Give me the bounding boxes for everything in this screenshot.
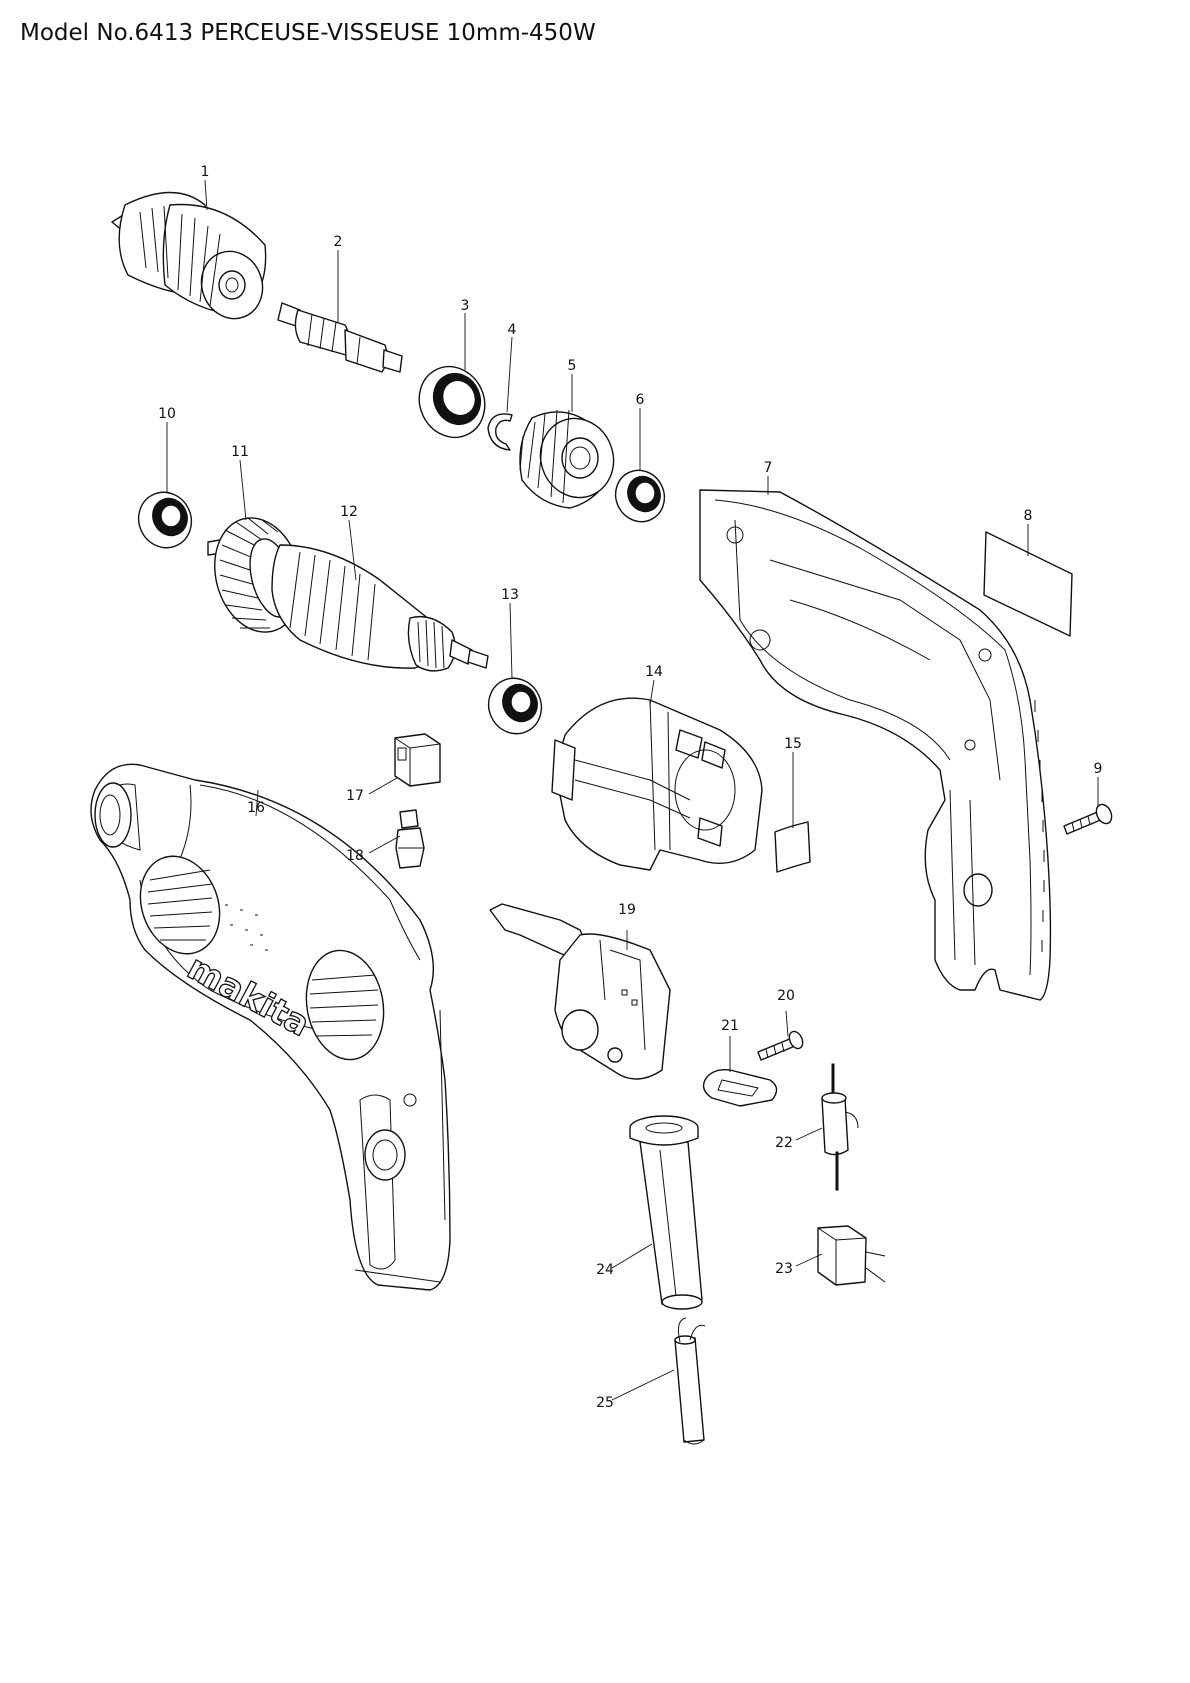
part-5-spur-gear[interactable]	[519, 408, 625, 509]
part-3-ball-bearing[interactable]	[408, 356, 496, 448]
part-18-carbon-brush[interactable]	[395, 809, 425, 869]
part-label: 20	[777, 988, 795, 1004]
part-label: 6	[636, 392, 645, 408]
part-label: 22	[775, 1135, 793, 1151]
part-label: 21	[721, 1018, 739, 1034]
part-24-cord-guard[interactable]	[629, 1115, 703, 1310]
part-label: 12	[340, 504, 358, 520]
part-label: 7	[764, 460, 773, 476]
part-10-ball-bearing[interactable]	[130, 484, 201, 557]
part-label: 18	[346, 848, 364, 864]
part-label: 23	[775, 1261, 793, 1277]
part-14-field[interactable]	[551, 697, 763, 871]
part-label: 3	[461, 298, 470, 314]
part-label: 14	[645, 664, 663, 680]
part-20-tapping-screw[interactable]	[757, 1029, 805, 1061]
part-23-noise-suppressor-box[interactable]	[817, 1225, 886, 1286]
part-9-tapping-screw[interactable]	[1063, 802, 1115, 835]
part-label: 17	[346, 788, 364, 804]
part-8-name-plate[interactable]	[983, 531, 1073, 637]
part-17-brush-holder[interactable]	[394, 733, 441, 787]
part-1-drill-chuck[interactable]	[111, 191, 272, 328]
part-7-housing-half[interactable]	[699, 489, 1052, 1001]
part-25-cord[interactable]	[674, 1317, 706, 1445]
part-label: 19	[618, 902, 636, 918]
page-title: Model No.6413 PERCEUSE-VISSEUSE 10mm-450…	[20, 20, 596, 46]
part-label: 24	[596, 1262, 614, 1278]
part-21-strain-relief[interactable]	[702, 1069, 778, 1107]
part-label: 10	[158, 406, 176, 422]
part-label: 15	[784, 736, 802, 752]
part-label: 11	[231, 444, 249, 460]
part-4-retaining-ring[interactable]	[487, 413, 513, 451]
part-label: 9	[1094, 761, 1103, 777]
part-2-spindle[interactable]	[277, 302, 403, 373]
part-19-switch[interactable]	[489, 903, 671, 1080]
part-label: 5	[568, 358, 577, 374]
leader-lines	[166, 179, 1099, 1401]
part-6-ball-bearing[interactable]	[607, 462, 672, 529]
part-label: 13	[501, 587, 519, 603]
part-15-baffle-plate[interactable]	[774, 821, 811, 873]
part-12-armature[interactable]	[271, 544, 489, 672]
part-label: 25	[596, 1395, 614, 1411]
part-22-noise-suppressor[interactable]	[821, 1063, 859, 1191]
part-label: 1	[201, 164, 210, 180]
part-label: 4	[508, 322, 517, 338]
part-number-labels: 1 2 3 4 5 6 7 8 9 10 11 12 13 14 15 16 1…	[158, 164, 1102, 1411]
part-label: 16	[247, 800, 265, 816]
part-13-ball-bearing[interactable]	[480, 670, 551, 743]
part-label: 2	[334, 234, 343, 250]
part-label: 8	[1024, 508, 1033, 524]
